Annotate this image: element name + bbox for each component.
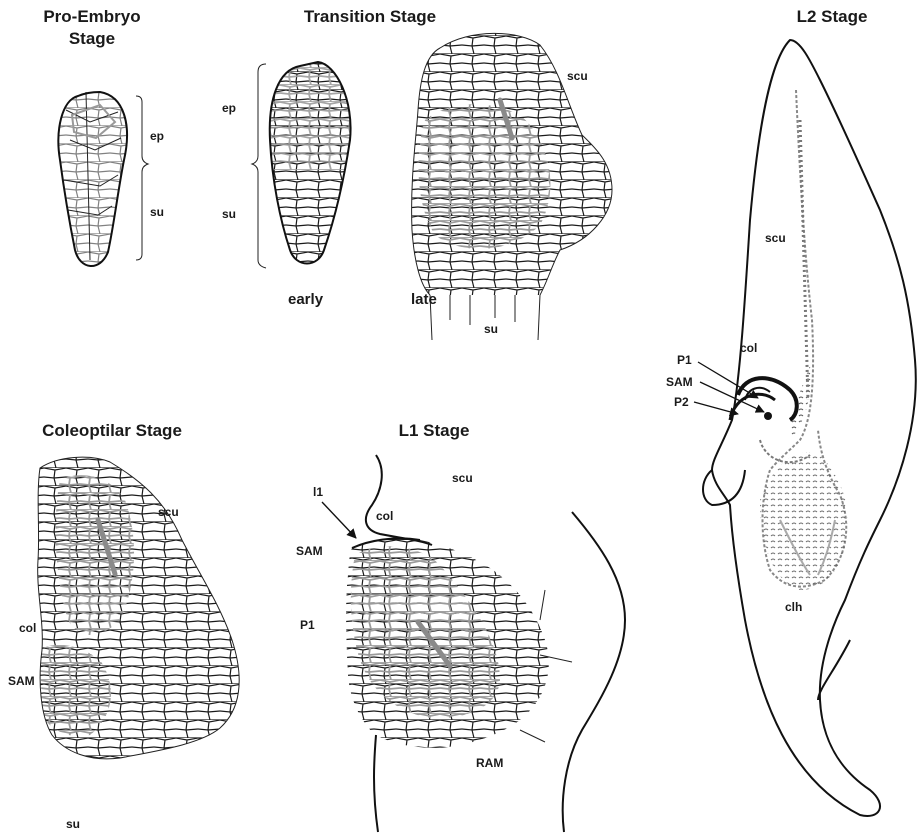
l2-scu-label: scu (765, 231, 786, 245)
l2-p2-pointer (694, 402, 738, 414)
coleoptilar-scu-label: scu (158, 505, 179, 519)
l1-pointer (322, 502, 356, 538)
coleoptilar-title: Coleoptilar Stage (42, 421, 182, 440)
l1-sam-label: SAM (296, 544, 323, 558)
pro-embryo-su-label: su (150, 205, 164, 219)
l1-p1-label: P1 (300, 618, 315, 632)
l1-scu-label: scu (452, 471, 473, 485)
transition-su-label: su (222, 207, 236, 221)
transition-stage: Transition Stage ep su early late scu su (222, 7, 620, 340)
pro-embryo-title-line2: Stage (69, 29, 115, 48)
l2-sam-label: SAM (666, 375, 693, 389)
transition-late-label: late (411, 291, 437, 308)
l1-title: L1 Stage (399, 421, 470, 440)
l2-col-label: col (740, 341, 757, 355)
pro-embryo-title-line1: Pro-Embryo (43, 7, 140, 26)
l2-embryo-drawing (703, 40, 916, 816)
l1-stage: L1 Stage scu l1 col SAM P1 RAM (296, 421, 625, 832)
coleoptilar-su-label: su (66, 817, 80, 831)
l2-title: L2 Stage (797, 7, 868, 26)
coleoptilar-embryo-drawing (30, 450, 245, 770)
coleoptilar-sam-label: SAM (8, 674, 35, 688)
transition-late-embryo (405, 25, 620, 340)
l1-l1-label: l1 (313, 485, 323, 499)
coleoptilar-col-label: col (19, 621, 36, 635)
transition-ep-label: ep (222, 101, 236, 115)
transition-title: Transition Stage (304, 7, 436, 26)
l2-clh-label: clh (785, 600, 802, 614)
l1-col-label: col (376, 509, 393, 523)
pro-embryo-drawing (50, 85, 140, 280)
pro-embryo-brace (136, 96, 148, 260)
transition-brace (252, 64, 266, 268)
transition-early-label: early (288, 291, 324, 308)
l2-p2-label: P2 (674, 395, 689, 409)
l2-sam-pointer (700, 382, 764, 412)
l1-ram-label: RAM (476, 756, 503, 770)
l2-p1-label: P1 (677, 353, 692, 367)
transition-early-embryo (265, 60, 360, 275)
l1-outer-outline (563, 512, 625, 832)
transition-su-bottom-label: su (484, 322, 498, 336)
coleoptilar-stage: Coleoptilar Stage scu col SAM su (8, 421, 245, 831)
pro-embryo-stage: Pro-Embryo Stage ep su (43, 7, 164, 280)
l2-stage: L2 Stage scu P1 col SAM P2 clh (666, 7, 916, 816)
pro-embryo-ep-label: ep (150, 129, 164, 143)
transition-scu-label: scu (567, 69, 588, 83)
